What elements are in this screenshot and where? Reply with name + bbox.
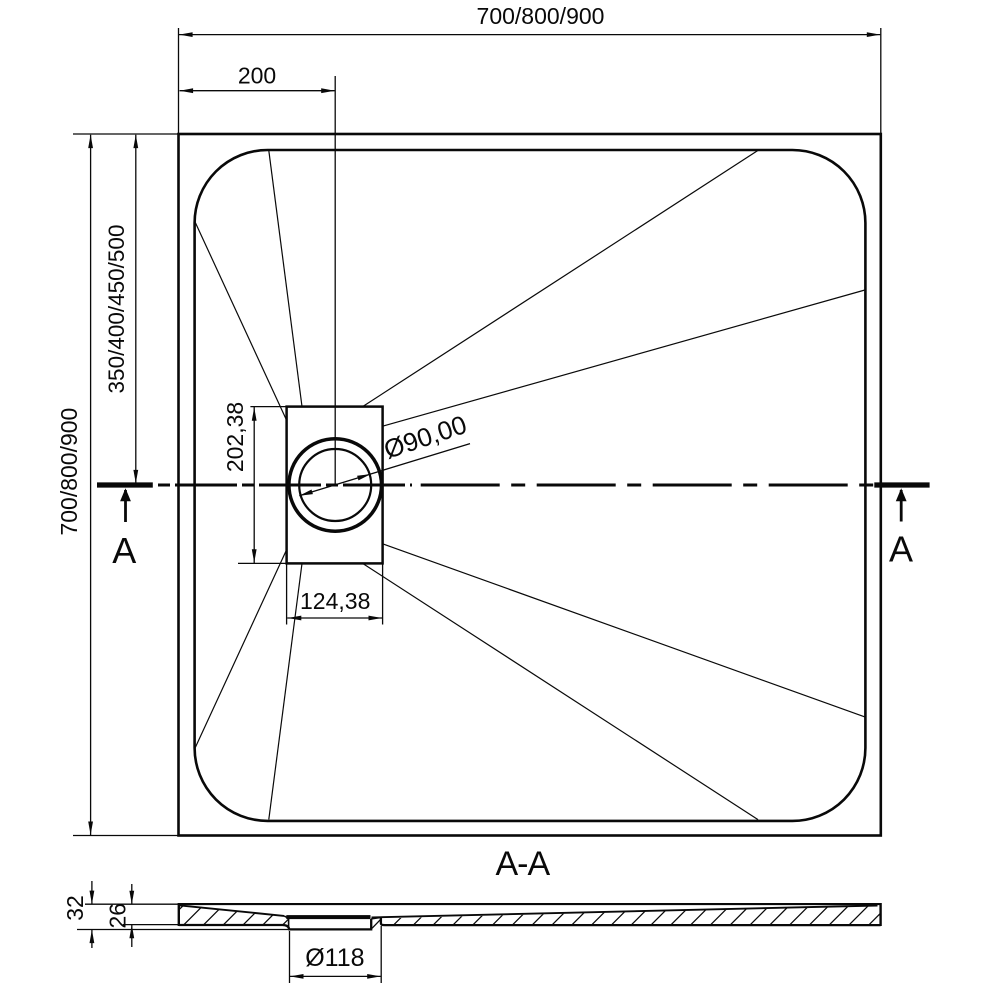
svg-text:A: A [112, 530, 136, 571]
svg-text:A-A: A-A [495, 845, 550, 883]
svg-text:26: 26 [105, 903, 131, 929]
svg-text:700/800/900: 700/800/900 [477, 3, 605, 29]
svg-text:Ø118: Ø118 [305, 944, 364, 972]
svg-text:700/800/900: 700/800/900 [56, 408, 82, 536]
svg-text:32: 32 [62, 895, 88, 921]
svg-text:A: A [889, 529, 913, 570]
svg-text:124,38: 124,38 [300, 588, 370, 614]
svg-text:350/400/450/500: 350/400/450/500 [104, 225, 129, 394]
svg-text:200: 200 [238, 62, 276, 88]
svg-text:202,38: 202,38 [222, 402, 248, 472]
